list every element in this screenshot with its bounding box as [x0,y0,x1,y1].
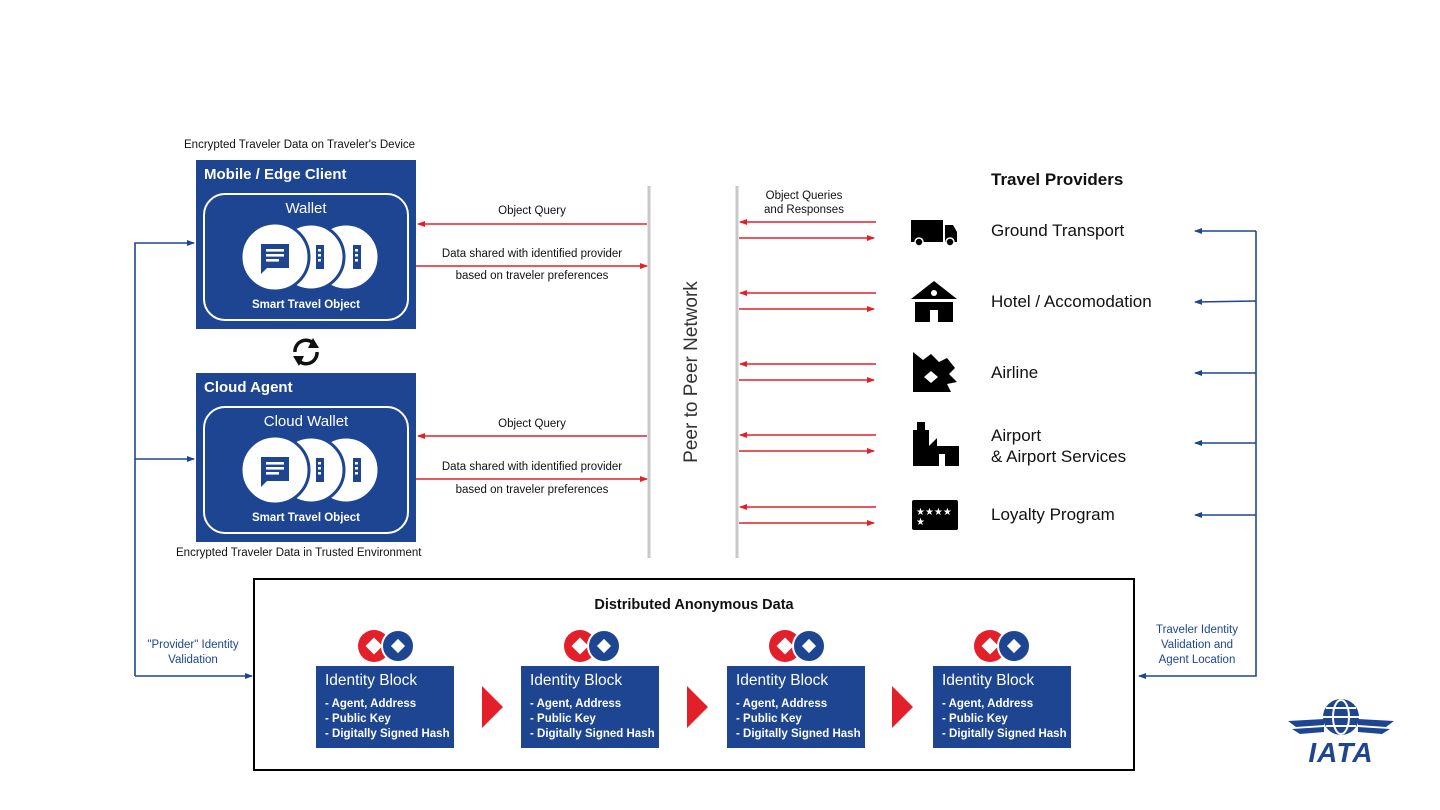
identity-block-item: - Agent, Address [736,698,828,710]
identity-block-title: Identity Block [530,672,623,689]
truck-icon [911,220,957,247]
providers-title: Travel Providers [991,170,1124,189]
provider-arrows [739,219,876,526]
identity-chain-icon [974,629,1031,663]
provider-airport-line2: & Airport Services [991,447,1127,466]
chain-arrow-icon [687,686,708,728]
traveler-identity-validation-label: Traveler Identity Validation and Agent L… [1138,623,1256,668]
provider-ground-transport: Ground Transport [991,221,1125,240]
sync-icon [293,338,319,366]
identity-block-title: Identity Block [325,672,418,689]
identity-chain-icon [769,629,826,663]
identity-block-item: - Public Key [325,713,391,725]
provider-identity-validation-label: "Provider" Identity Validation [132,638,254,668]
object-queries-label: Object Queries and Responses [744,189,864,217]
chain-arrow-icon [482,686,503,728]
left-label-line2: Validation [168,654,218,666]
mobile-edge-client-box: Mobile / Edge Client Wallet Smart Travel… [196,160,416,329]
identity-chain-icon [358,629,415,663]
identity-block-title: Identity Block [942,672,1035,689]
iata-globe-icon [1288,699,1394,735]
cloud-agent-box: Cloud Agent Cloud Wallet Smart Travel Ob… [196,373,416,542]
identity-chain-icon [564,629,621,663]
smart-travel-object-label: Smart Travel Object [251,299,361,311]
wallet-container: Wallet Smart Travel Object [203,193,409,321]
cloud-title: Cloud Agent [204,379,293,396]
data-shared-label-cloud-1: Data shared with identified provider [441,461,623,473]
object-queries-line2: and Responses [764,204,844,216]
provider-airline: Airline [991,363,1039,382]
data-shared-label-cloud-2: based on traveler preferences [455,484,609,496]
identity-block-item: - Agent, Address [530,698,622,710]
mobile-title: Mobile / Edge Client [204,166,347,183]
object-query-label: Object Query [498,205,566,217]
identity-block: Identity Block - Agent, Address - Public… [521,666,659,748]
identity-block: Identity Block - Agent, Address - Public… [933,666,1071,748]
iata-logo: IATA [1286,697,1396,769]
right-label-line3: Agent Location [1158,654,1236,666]
object-queries-line1: Object Queries [765,190,843,202]
identity-block: Identity Block - Agent, Address - Public… [727,666,865,748]
distributed-title: Distributed Anonymous Data [594,597,794,613]
object-query-label-cloud: Object Query [498,418,566,430]
airport-icon [913,422,959,466]
airline-icon [913,352,957,392]
right-validation-bracket [1138,228,1257,679]
identity-block-item: - Agent, Address [942,698,1034,710]
svg-text:★: ★ [916,517,925,528]
right-label-line1: Traveler Identity [1155,624,1239,636]
cloud-wallet-title: Cloud Wallet [263,413,349,430]
data-shared-label-2: based on traveler preferences [455,270,609,282]
cloud-wallet-container: Cloud Wallet Smart Travel Object [203,406,409,534]
provider-airport-line1: Airport [991,426,1042,445]
data-shared-label-1: Data shared with identified provider [441,248,623,260]
cloud-caption: Encrypted Traveler Data in Trusted Envir… [176,547,422,559]
network-label: Peer to Peer Network [681,281,702,463]
left-label-line1: "Provider" Identity [147,639,239,651]
identity-block-item: - Digitally Signed Hash [942,728,1067,740]
identity-block-item: - Public Key [736,713,802,725]
identity-block-title: Identity Block [736,672,829,689]
smart-travel-object-icon [239,435,381,505]
distributed-data-panel: Distributed Anonymous Data [253,578,1135,771]
identity-block-item: - Public Key [530,713,596,725]
iata-logo-text: IATA [1308,737,1374,768]
provider-airport: Airport & Airport Services [991,425,1126,467]
provider-hotel: Hotel / Accomodation [991,292,1152,311]
identity-block-item: - Digitally Signed Hash [530,728,655,740]
identity-block-item: - Public Key [942,713,1008,725]
wallet-title: Wallet [285,200,327,217]
cloud-smart-travel-object-label: Smart Travel Object [251,512,361,524]
hotel-icon [911,281,957,322]
smart-travel-object-icon [239,222,381,292]
right-label-line2: Validation and [1160,639,1234,651]
provider-loyalty: Loyalty Program [991,505,1115,524]
svg-text:★★★★: ★★★★ [916,507,952,518]
identity-block-item: - Digitally Signed Hash [325,728,450,740]
mobile-caption: Encrypted Traveler Data on Traveler's De… [184,139,416,151]
chain-arrow-icon [892,686,913,728]
left-validation-bracket [134,240,253,679]
identity-block: Identity Block - Agent, Address - Public… [316,666,454,748]
identity-block-item: - Agent, Address [325,698,417,710]
loyalty-card-icon: ★★★★ ★ [912,500,958,530]
identity-block-item: - Digitally Signed Hash [736,728,861,740]
